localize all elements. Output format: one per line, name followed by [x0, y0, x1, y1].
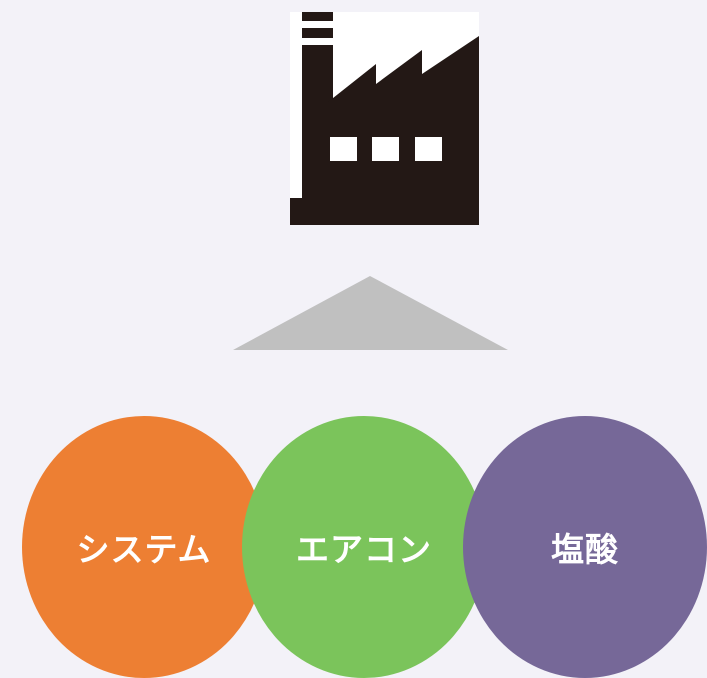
aircon-circle: エアコン — [242, 416, 486, 678]
system-label: システム — [76, 530, 212, 569]
up-arrow-icon — [233, 276, 508, 350]
factory-icon-container — [290, 12, 479, 225]
hydrochloric-acid-label: 塩酸 — [551, 530, 619, 569]
system-circle: システム — [22, 416, 266, 678]
aircon-label: エアコン — [296, 530, 432, 569]
factory-windows — [330, 137, 442, 161]
factory-icon — [290, 12, 479, 225]
hydrochloric-acid-circle: 塩酸 — [463, 416, 707, 678]
